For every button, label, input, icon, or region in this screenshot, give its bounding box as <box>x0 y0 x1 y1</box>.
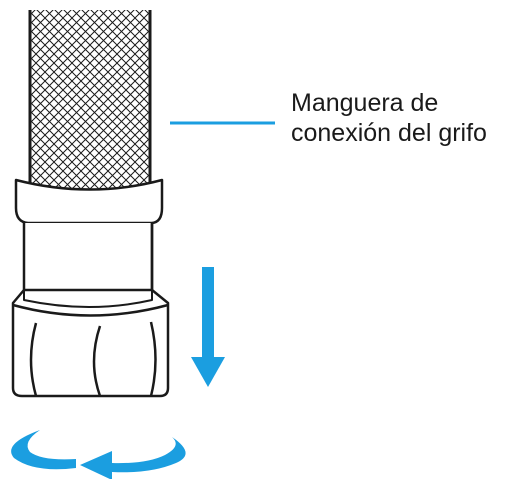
callout-label-line-2: conexión del grifo <box>291 119 487 147</box>
crimp-collar <box>14 178 164 225</box>
callout-label-line-1: Manguera de <box>291 89 439 117</box>
rotate-arrow-icon <box>11 430 186 479</box>
callout-label: Manguera de conexión del grifo <box>291 88 487 148</box>
connector-neck <box>22 223 154 294</box>
braided-hose <box>28 10 152 192</box>
hex-nut <box>11 288 170 398</box>
arrow-down-icon <box>191 267 225 387</box>
